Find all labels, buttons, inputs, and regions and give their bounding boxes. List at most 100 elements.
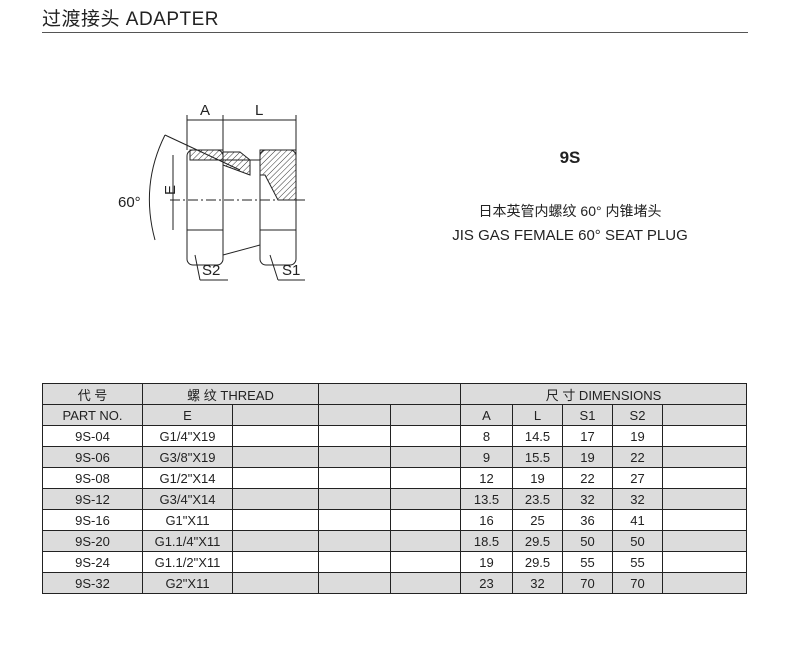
blank xyxy=(662,509,747,531)
cell-s2: 27 xyxy=(612,467,663,489)
blank xyxy=(318,425,391,447)
blank xyxy=(390,572,461,594)
blank xyxy=(390,509,461,531)
subheader-a: A xyxy=(460,404,513,426)
title-divider xyxy=(42,32,748,33)
product-name-en: JIS GAS FEMALE 60° SEAT PLUG xyxy=(452,227,688,244)
cell-s1: 55 xyxy=(562,551,613,573)
subheader-l: L xyxy=(512,404,563,426)
blank xyxy=(390,551,461,573)
cell-part: 9S-20 xyxy=(42,530,143,552)
header-dimensions: 尺 寸 DIMENSIONS xyxy=(460,383,747,405)
header-blank xyxy=(318,383,461,405)
cell-a: 16 xyxy=(460,509,513,531)
cell-part: 9S-06 xyxy=(42,446,143,468)
cell-l: 14.5 xyxy=(512,425,563,447)
cell-l: 23.5 xyxy=(512,488,563,510)
svg-text:60°: 60° xyxy=(118,194,141,211)
blank xyxy=(662,404,747,426)
subheader-e: E xyxy=(142,404,233,426)
cell-part: 9S-12 xyxy=(42,488,143,510)
cell-part: 9S-16 xyxy=(42,509,143,531)
cell-l: 29.5 xyxy=(512,530,563,552)
cell-l: 29.5 xyxy=(512,551,563,573)
cell-s1: 36 xyxy=(562,509,613,531)
cell-a: 12 xyxy=(460,467,513,489)
blank xyxy=(318,551,391,573)
subheader-part: PART NO. xyxy=(42,404,143,426)
cell-s1: 50 xyxy=(562,530,613,552)
blank xyxy=(318,467,391,489)
blank xyxy=(390,446,461,468)
cell-e: G3/8"X19 xyxy=(142,446,233,468)
cell-s1: 32 xyxy=(562,488,613,510)
cell-s2: 50 xyxy=(612,530,663,552)
fitting-drawing: A L E 60° S2 S1 xyxy=(118,102,305,281)
cell-a: 8 xyxy=(460,425,513,447)
blank xyxy=(390,404,461,426)
cell-s2: 19 xyxy=(612,425,663,447)
cell-a: 19 xyxy=(460,551,513,573)
blank xyxy=(318,509,391,531)
subheader-row: PART NO. E A L S1 S2 xyxy=(42,404,747,426)
svg-text:S2: S2 xyxy=(202,262,220,279)
cell-a: 23 xyxy=(460,572,513,594)
blank xyxy=(232,404,319,426)
blank xyxy=(232,530,319,552)
cell-s2: 55 xyxy=(612,551,663,573)
cell-e: G1"X11 xyxy=(142,509,233,531)
blank xyxy=(662,530,747,552)
svg-text:S1: S1 xyxy=(282,262,300,279)
cell-e: G1/2"X14 xyxy=(142,467,233,489)
cell-e: G3/4"X14 xyxy=(142,488,233,510)
header-part: 代 号 xyxy=(42,383,143,405)
blank xyxy=(232,467,319,489)
blank xyxy=(232,425,319,447)
blank xyxy=(390,467,461,489)
product-name-cn: 日本英管内螺纹 60° 内锥堵头 xyxy=(478,203,662,219)
cell-a: 13.5 xyxy=(460,488,513,510)
svg-text:A: A xyxy=(200,102,210,119)
blank xyxy=(232,509,319,531)
cell-s1: 19 xyxy=(562,446,613,468)
cell-s2: 41 xyxy=(612,509,663,531)
cell-part: 9S-04 xyxy=(42,425,143,447)
cell-s2: 32 xyxy=(612,488,663,510)
subheader-s2: S2 xyxy=(612,404,663,426)
cell-e: G1.1/2"X11 xyxy=(142,551,233,573)
cell-l: 25 xyxy=(512,509,563,531)
dimensions-table: 代 号 螺 纹 THREAD 尺 寸 DIMENSIONS PART NO. E… xyxy=(42,383,747,594)
cell-a: 9 xyxy=(460,446,513,468)
cell-l: 19 xyxy=(512,467,563,489)
cell-s1: 22 xyxy=(562,467,613,489)
subheader-s1: S1 xyxy=(562,404,613,426)
svg-text:L: L xyxy=(255,102,263,119)
blank xyxy=(232,488,319,510)
blank xyxy=(318,530,391,552)
blank xyxy=(232,446,319,468)
cell-e: G2"X11 xyxy=(142,572,233,594)
page-title: 过渡接头 ADAPTER xyxy=(42,9,220,30)
cell-s2: 22 xyxy=(612,446,663,468)
blank xyxy=(662,467,747,489)
blank xyxy=(390,488,461,510)
svg-text:E: E xyxy=(162,185,179,195)
cell-e: G1.1/4"X11 xyxy=(142,530,233,552)
header-thread: 螺 纹 THREAD xyxy=(142,383,319,405)
cell-part: 9S-32 xyxy=(42,572,143,594)
cell-l: 32 xyxy=(512,572,563,594)
cell-a: 18.5 xyxy=(460,530,513,552)
blank xyxy=(662,551,747,573)
cell-l: 15.5 xyxy=(512,446,563,468)
cell-s2: 70 xyxy=(612,572,663,594)
cell-s1: 70 xyxy=(562,572,613,594)
blank xyxy=(662,446,747,468)
blank xyxy=(232,551,319,573)
